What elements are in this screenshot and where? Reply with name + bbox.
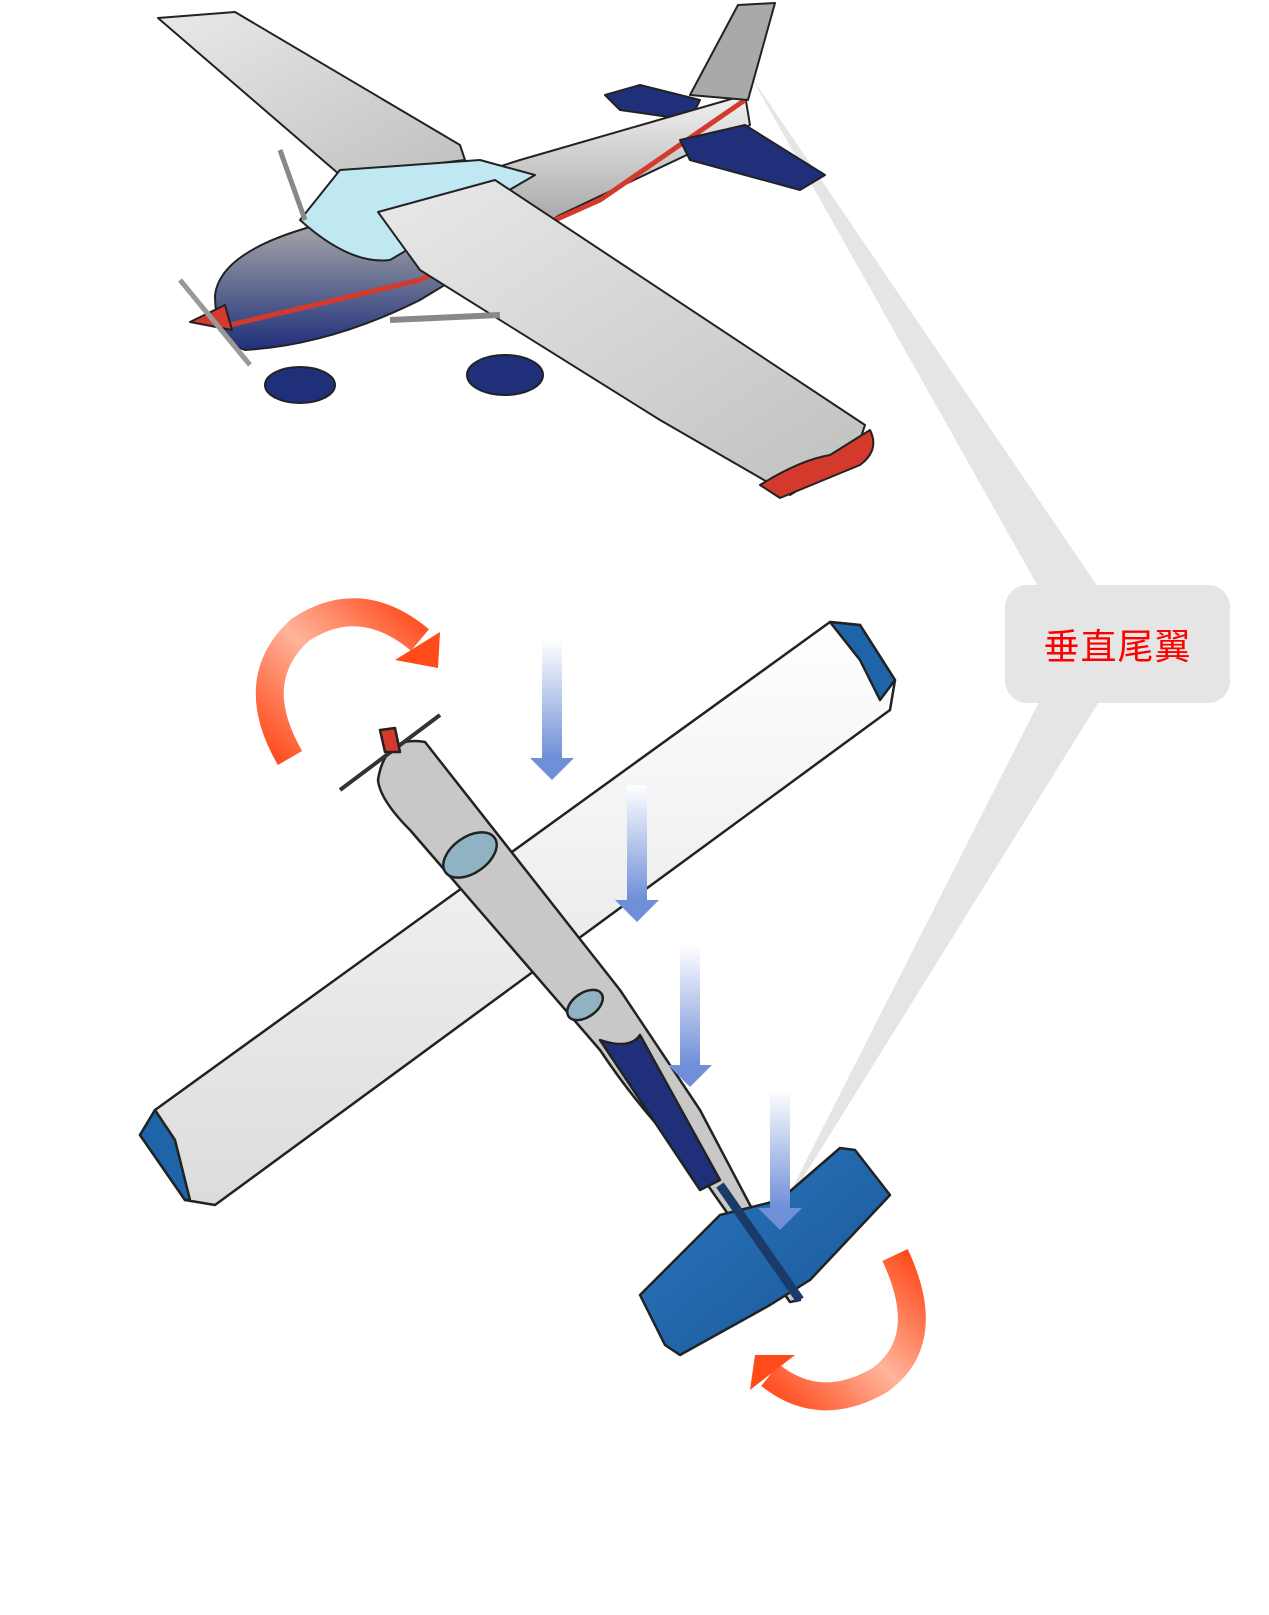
horizontal-stabilizer-right xyxy=(679,124,826,191)
downward-force-arrow-icon xyxy=(615,785,659,922)
downward-force-arrow-icon xyxy=(530,640,574,780)
vertical-tail-top xyxy=(716,1182,804,1303)
vertical-tail xyxy=(689,2,776,101)
wheel-right xyxy=(466,354,544,396)
spinner-top xyxy=(378,726,402,754)
wing-right xyxy=(377,179,866,496)
airplane-perspective-view xyxy=(157,2,875,499)
airplane-top-view xyxy=(138,620,897,1357)
downward-force-arrow-icon xyxy=(668,945,712,1087)
downward-force-arrows xyxy=(530,640,802,1230)
rotation-arrow-icon xyxy=(255,598,429,765)
wing-left xyxy=(157,11,466,176)
callout-pointer xyxy=(750,75,1100,1228)
callout-box xyxy=(1005,585,1230,703)
rotation-arrow-head xyxy=(750,1355,795,1390)
downward-force-arrow-icon xyxy=(758,1090,802,1230)
callout-label-vertical-tail: 垂直尾翼 xyxy=(1043,627,1192,668)
rotation-arrow-head xyxy=(395,632,440,668)
rotation-arrow-icon xyxy=(761,1249,926,1411)
wheel-left xyxy=(264,366,336,404)
